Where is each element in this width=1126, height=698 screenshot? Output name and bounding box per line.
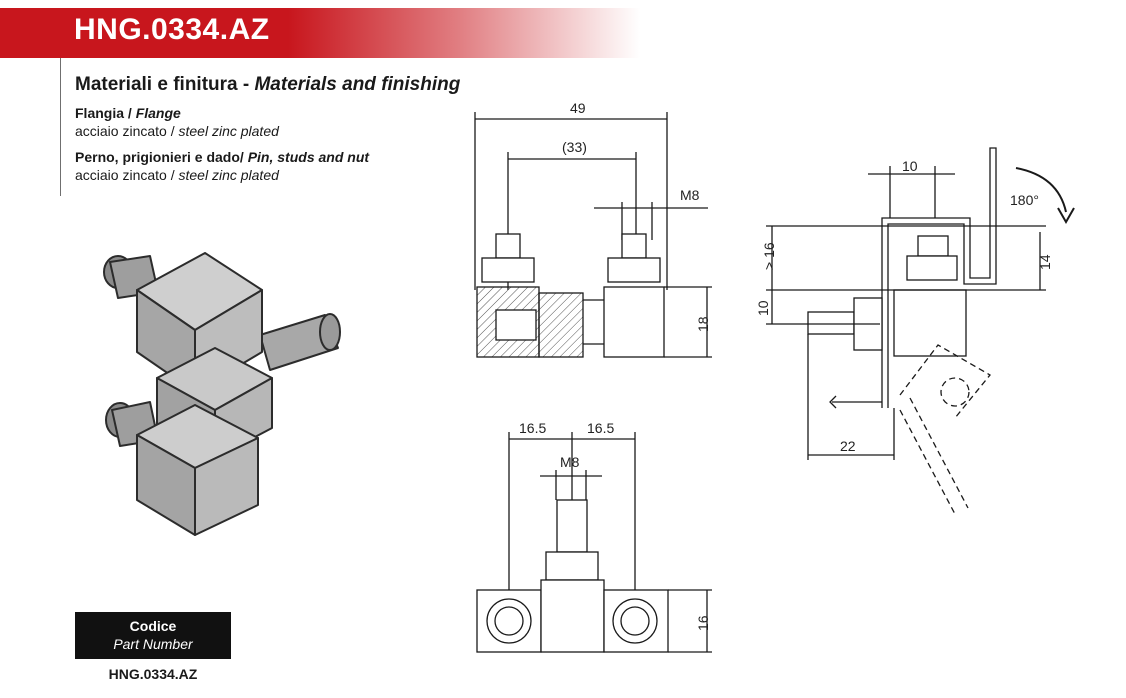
dim-left: 16.5 — [519, 420, 546, 436]
spec-label-it: Flangia / — [75, 105, 136, 121]
side-view-drawing — [474, 112, 712, 358]
dim-offset: 10 — [755, 300, 771, 316]
materials-title-en: Materials and finishing — [254, 74, 461, 95]
dim-top-height: 16 — [695, 615, 711, 631]
spec-value-it: acciaio zincato / — [75, 167, 179, 183]
spec-value-en: steel zinc plated — [178, 123, 279, 139]
spec-flange: Flangia / Flange acciaio zincato / steel… — [75, 104, 279, 140]
dim-stud-height: 14 — [1037, 254, 1053, 270]
dim-right: 16.5 — [587, 420, 614, 436]
product-title: HNG.0334.AZ — [74, 13, 270, 46]
spec-value-it: acciaio zincato / — [75, 123, 179, 139]
part-number-value: HNG.0334.AZ — [108, 666, 198, 682]
dim-stud-projection: 22 — [840, 438, 856, 454]
spec-label-it: Perno, prigionieri e dado/ — [75, 149, 248, 165]
dim-overall: 49 — [570, 100, 586, 116]
rotation-label: 180° — [1010, 192, 1039, 208]
spec-pin: Perno, prigionieri e dado/ Pin, studs an… — [75, 148, 369, 184]
hinge-3d-illustration — [103, 252, 341, 536]
code-label: Codice — [129, 618, 177, 634]
spec-value-en: steel zinc plated — [178, 167, 279, 183]
dim-min-thickness: > 16 — [761, 242, 777, 270]
dim-thread: M8 — [680, 187, 700, 203]
installation-drawing — [766, 147, 1075, 517]
spec-label-en: Pin, studs and nut — [247, 149, 370, 165]
materials-title: Materiali e finitura - Materials and fin… — [75, 74, 460, 96]
top-view-drawing — [476, 432, 712, 653]
materials-title-it: Materiali e finitura - — [75, 74, 255, 95]
dim-center: (33) — [562, 139, 587, 155]
header-band — [0, 8, 640, 58]
part-number-label: Part Number — [113, 636, 193, 652]
part-number-box: Codice Part Number — [75, 612, 231, 659]
dim-height: 18 — [695, 316, 711, 332]
divider-line — [60, 58, 61, 196]
dim-width: 10 — [902, 158, 918, 174]
dim-top-thread: M8 — [560, 454, 580, 470]
spec-label-en: Flange — [135, 105, 181, 121]
